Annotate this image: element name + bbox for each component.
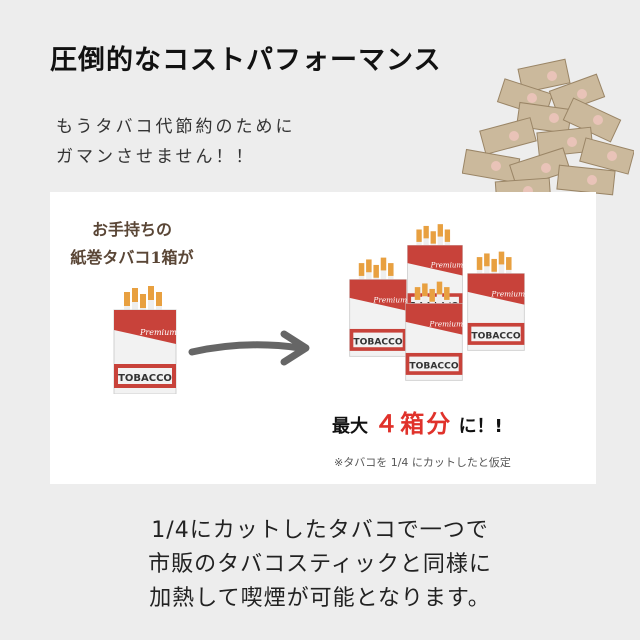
- pack-label: TOBACCO: [471, 331, 520, 341]
- cigarette-pack-icon: Premium TOBACCO: [405, 281, 463, 381]
- result-prefix: 最大: [332, 416, 368, 437]
- own-pack-label: お手持ちの 紙巻タバコ1箱が: [62, 216, 202, 272]
- subtitle: もうタバコ代節約のために ガマンさせません！！: [56, 112, 296, 172]
- cigarette-pack-icon: Premium TOBACCO: [467, 251, 525, 351]
- cigarette-pack: Premium TOBACCO: [110, 286, 180, 398]
- description-line: 加熱して喫煙が可能となります。: [149, 586, 491, 611]
- cigarette-pack-icon: Premium TOBACCO: [113, 286, 177, 395]
- assumption-note: ※タバコを 1/4 にカットしたと仮定: [334, 456, 511, 469]
- subtitle-line: ガマンさせません！！: [56, 147, 256, 167]
- pack-brand: Premium: [139, 328, 177, 337]
- result-number: ４箱分: [374, 410, 453, 438]
- cigarette-pack: Premium TOBACCO: [402, 276, 466, 390]
- result-text: 最大 ４箱分 に！!: [332, 404, 503, 439]
- pack-label: TOBACCO: [118, 373, 172, 384]
- cigarette-pack-icon: Premium TOBACCO: [349, 257, 407, 357]
- pack-label: TOBACCO: [353, 337, 402, 347]
- own-pack-label-line: 紙巻タバコ1箱が: [70, 248, 194, 267]
- own-pack-label-line: お手持ちの: [91, 220, 172, 239]
- pack-brand: Premium: [428, 319, 463, 328]
- arrow-right-icon: [188, 330, 310, 366]
- pack-brand: Premium: [490, 289, 525, 298]
- description-line: 市販のタバコスティックと同様に: [148, 552, 492, 577]
- cigarette-pack: Premium TOBACCO: [346, 252, 410, 366]
- cigarette-pack: Premium TOBACCO: [464, 246, 528, 360]
- pack-brand: Premium: [430, 261, 464, 270]
- page-title: 圧倒的なコストパフォーマンス: [50, 45, 442, 76]
- pack-brand: Premium: [372, 295, 407, 304]
- subtitle-line: もうタバコ代節約のために: [56, 117, 296, 137]
- pack-label: TOBACCO: [409, 361, 458, 371]
- money-pile-icon: [462, 58, 634, 205]
- result-suffix: に！!: [458, 416, 503, 437]
- description: 1/4にカットしたタバコで一つで 市販のタバコスティックと同様に 加熱して喫煙が…: [0, 514, 640, 616]
- description-line: 1/4にカットしたタバコで一つで: [151, 518, 489, 543]
